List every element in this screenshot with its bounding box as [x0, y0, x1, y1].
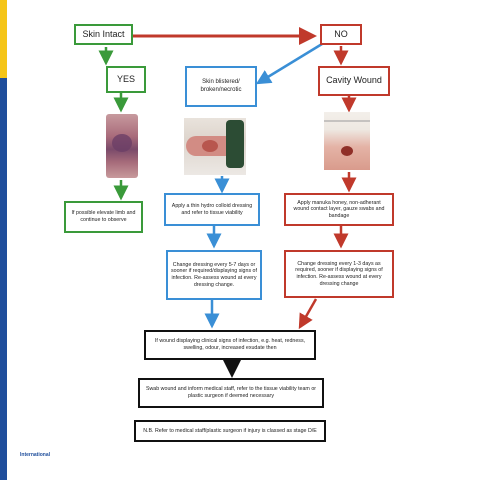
node-change-5-7-days: Change dressing every 5-7 days or sooner… [166, 250, 262, 300]
photo-cavity-wound [324, 112, 370, 170]
node-skin-intact: Skin Intact [74, 24, 133, 45]
photo-blistered-skin [184, 118, 246, 175]
node-cavity-wound: Cavity Wound [318, 66, 390, 96]
node-nb-refer: N.B. Refer to medical staff/plastic surg… [134, 420, 326, 442]
node-change-1-3-days: Change dressing every 1-3 days as requir… [284, 250, 394, 298]
footer-logo-text: International [20, 452, 51, 458]
arrow-no-to-blistered [255, 42, 323, 85]
node-infection-signs: If wound displaying clinical signs of in… [144, 330, 316, 360]
arrow-change13-to-infection [298, 298, 318, 330]
node-hydrocolloid: Apply a thin hydro colloid dressing and … [164, 193, 260, 226]
node-manuka-honey: Apply manuka honey, non-adherant wound c… [284, 193, 394, 226]
sidebar-accent-blue [0, 78, 7, 480]
photo-intact-skin [106, 114, 138, 178]
node-elevate-limb: If possible elevate limb and continue to… [64, 201, 143, 233]
node-swab-wound: Swab wound and inform medical staff, ref… [138, 378, 324, 408]
node-yes: YES [106, 66, 146, 93]
sidebar-accent-yellow [0, 0, 7, 78]
node-no: NO [320, 24, 362, 45]
node-skin-blistered: Skin blistered/ broken/necrotic [185, 66, 257, 107]
